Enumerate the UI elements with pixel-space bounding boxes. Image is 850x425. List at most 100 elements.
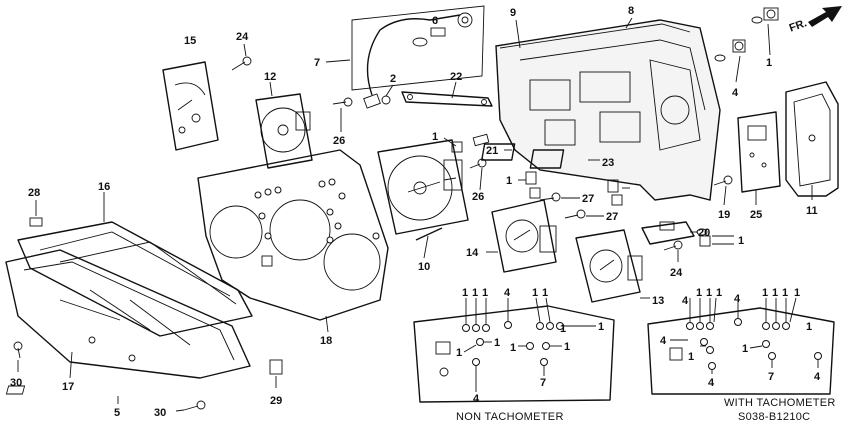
part-21-module xyxy=(481,143,516,161)
label-8: 8 xyxy=(628,5,634,17)
part-22-bracket xyxy=(401,81,493,107)
non-tachometer-inset xyxy=(413,297,615,403)
label-27-a: 27 xyxy=(582,193,594,205)
front-label: FR. xyxy=(788,17,809,34)
label-17: 17 xyxy=(62,381,74,393)
part-25-circuit-board xyxy=(737,111,781,205)
label-28: 28 xyxy=(28,187,40,199)
wt-top-7: 1 xyxy=(772,287,778,299)
label-20: 20 xyxy=(698,227,710,239)
label-19: 19 xyxy=(718,209,730,221)
label-1-center-a: 1 xyxy=(432,131,438,143)
with-tach-number-labels: 4 1 1 1 4 1 1 1 1 4 1 1 1 7 4 4 WITH TAC… xyxy=(660,287,836,423)
label-14: 14 xyxy=(466,247,479,259)
with-tachometer-inset xyxy=(647,297,835,395)
label-24-lower: 24 xyxy=(670,267,683,279)
wt-top-3: 1 xyxy=(706,287,712,299)
nt-bot-4: 1 xyxy=(564,341,570,353)
label-11: 11 xyxy=(806,205,818,217)
part-28-clip xyxy=(29,200,43,227)
nt-top-6: 1 xyxy=(542,287,548,299)
part-26-screw-upper xyxy=(332,97,353,132)
nt-top-2: 1 xyxy=(472,287,478,299)
wt-bot-2: 1 xyxy=(688,351,694,363)
label-13: 13 xyxy=(652,295,664,307)
nt-top-7: 1 xyxy=(598,321,604,333)
part-26-screw-lower xyxy=(469,158,487,191)
non-tachometer-caption: NON TACHOMETER xyxy=(456,411,564,423)
label-25: 25 xyxy=(750,209,762,221)
label-9: 9 xyxy=(510,7,516,19)
label-4-upper: 4 xyxy=(732,87,739,99)
wt-top-8: 1 xyxy=(782,287,788,299)
label-21: 21 xyxy=(486,145,498,157)
label-26-lower: 26 xyxy=(472,191,484,203)
nt-bot-4b: 4 xyxy=(473,393,480,405)
nt-top-3: 1 xyxy=(482,287,488,299)
nt-top-4: 4 xyxy=(504,287,511,299)
with-tachometer-caption: WITH TACHOMETER xyxy=(724,397,836,409)
nt-bot-3: 1 xyxy=(510,342,516,354)
part-16-meter-visor xyxy=(17,192,253,337)
part-12-speedometer-unit xyxy=(255,81,313,169)
nt-top-1: 1 xyxy=(462,287,468,299)
wt-top-5: 4 xyxy=(734,293,741,305)
part-14-fuel-temp-gauge xyxy=(486,199,557,273)
label-27-b: 27 xyxy=(606,211,618,223)
part-29-clip xyxy=(269,359,283,388)
wt-bot-1: 4 xyxy=(660,335,667,347)
part-18-mask-plate xyxy=(197,149,389,333)
wt-top-4: 1 xyxy=(716,287,722,299)
front-arrow-icon xyxy=(808,6,842,27)
label-5: 5 xyxy=(114,407,120,419)
wt-bot-7: 7 xyxy=(768,371,774,383)
label-7: 7 xyxy=(314,57,320,69)
part-17-meter-lens xyxy=(5,249,251,379)
bulb-group-center xyxy=(443,133,630,206)
label-6: 6 xyxy=(432,15,438,27)
wt-bot-4b: 4 xyxy=(708,377,715,389)
part-30-screw-bottom xyxy=(175,400,206,412)
part-20-module xyxy=(641,221,698,245)
label-1-center-b: 1 xyxy=(506,175,512,187)
center-gauge-assembly xyxy=(377,139,469,235)
label-16: 16 xyxy=(98,181,110,193)
nt-top-5: 1 xyxy=(532,287,538,299)
label-1-lower-right: 1 xyxy=(738,235,744,247)
wt-bot-4c: 4 xyxy=(814,371,821,383)
part-11-rear-cover xyxy=(785,81,839,200)
label-12: 12 xyxy=(264,71,276,83)
part-13-gauge xyxy=(575,229,650,303)
label-2: 2 xyxy=(390,73,396,85)
wt-top-6: 1 xyxy=(762,287,768,299)
nt-bot-1: 1 xyxy=(456,347,462,359)
part-15-dial-face xyxy=(162,61,219,151)
label-15: 15 xyxy=(184,35,196,47)
front-direction-indicator: FR. xyxy=(788,6,842,35)
part-9-cluster-case xyxy=(495,17,721,201)
label-30-bottom: 30 xyxy=(154,407,166,419)
wt-top-1: 4 xyxy=(682,295,689,307)
label-23: 23 xyxy=(602,157,614,169)
part-19-screw xyxy=(713,175,733,206)
part-24-screw-top xyxy=(231,43,252,71)
label-24-top: 24 xyxy=(236,31,249,43)
label-30-left: 30 xyxy=(10,377,22,389)
label-10: 10 xyxy=(418,261,430,273)
nt-bot-2: 1 xyxy=(494,337,500,349)
label-22: 22 xyxy=(450,71,462,83)
nt-bot-5: 1 xyxy=(560,323,566,335)
part-10-reset-knob xyxy=(415,227,443,259)
nt-bot-7: 7 xyxy=(540,377,546,389)
part-27-screw-b xyxy=(564,209,604,219)
part-30-screw-left xyxy=(13,341,23,372)
wt-top-2: 1 xyxy=(696,287,702,299)
part-23-module xyxy=(529,149,600,169)
wt-bot-4: 1 xyxy=(806,321,812,333)
label-29: 29 xyxy=(270,395,282,407)
part-number-labels: 15 24 12 7 6 2 26 22 9 8 1 4 11 25 19 20… xyxy=(10,5,818,419)
wt-top-9: 1 xyxy=(794,287,800,299)
label-18: 18 xyxy=(320,335,332,347)
wt-bot-3: 1 xyxy=(742,343,748,355)
